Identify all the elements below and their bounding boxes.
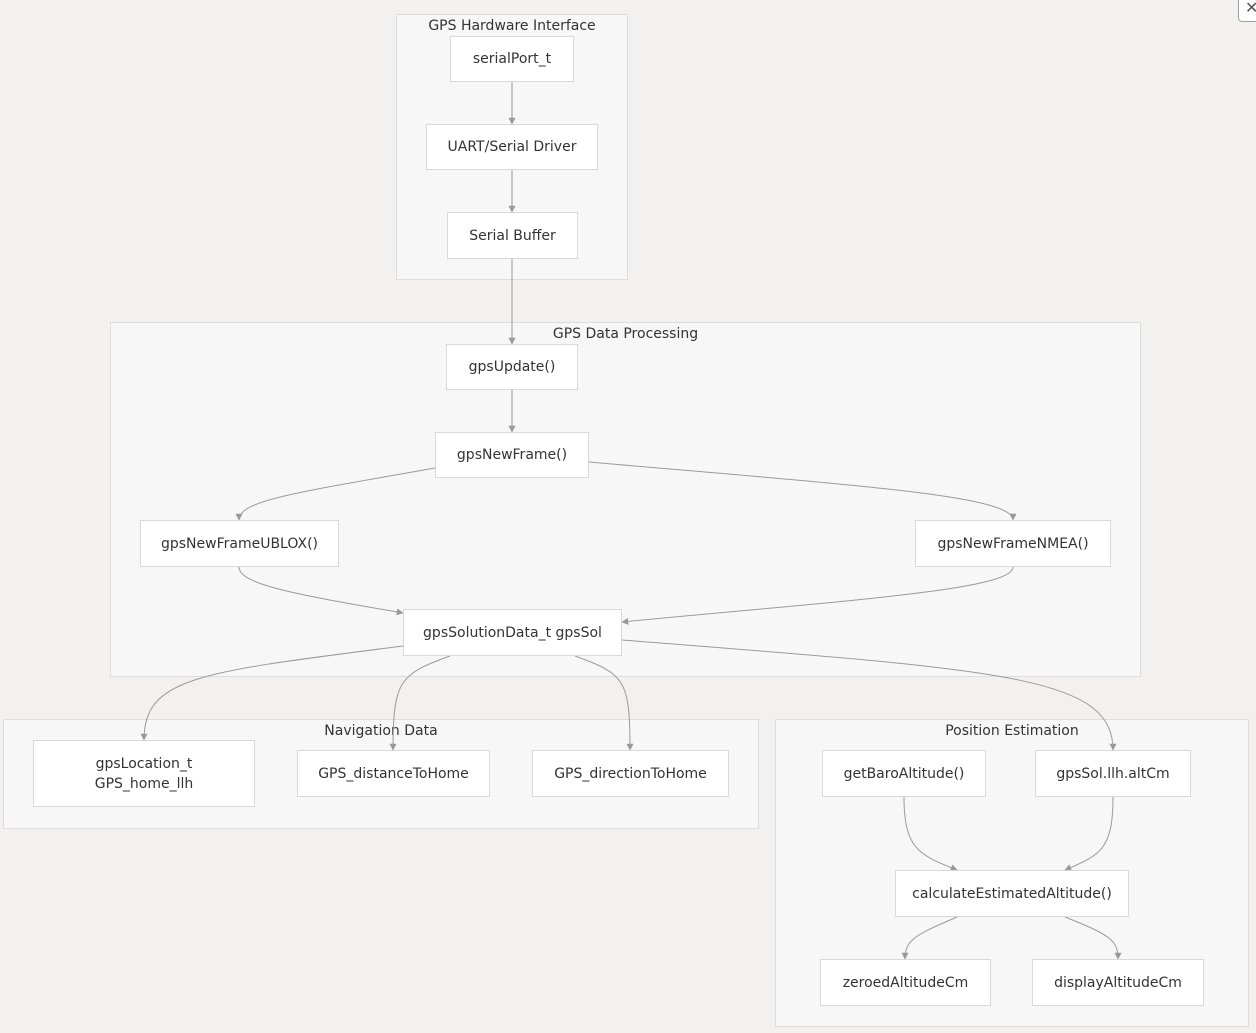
node-label-line2: GPS_home_llh bbox=[94, 775, 194, 792]
group-title: Position Estimation bbox=[945, 723, 1079, 739]
node-label: gpsNewFrame() bbox=[456, 447, 568, 463]
edge-gpssol-to-altcm bbox=[621, 639, 1117, 751]
node-label: getBaroAltitude() bbox=[843, 765, 965, 782]
node-label: serialPort_t bbox=[472, 51, 552, 67]
group-title: GPS Hardware Interface bbox=[428, 18, 596, 34]
node-label: gpsUpdate() bbox=[468, 359, 556, 375]
node-label: zeroedAltitudeCm bbox=[842, 974, 969, 991]
node-gpsupdate: gpsUpdate() bbox=[446, 344, 578, 390]
edge-gpssol-to-distance bbox=[389, 655, 451, 751]
edge-gpsnewframe-to-ublox bbox=[235, 467, 436, 521]
node-gpssolutiondata: gpsSolutionData_t gpsSol bbox=[403, 609, 622, 656]
edge-gpsnewframe-to-nmea bbox=[588, 461, 1017, 521]
node-gpslocation: gpsLocation_t GPS_home_llh bbox=[33, 740, 255, 807]
node-label: GPS_distanceToHome bbox=[318, 765, 469, 782]
edge-estimated-to-display bbox=[1064, 916, 1122, 960]
edge-estimated-to-zeroed bbox=[901, 916, 958, 960]
node-label-line1: gpsLocation_t bbox=[95, 755, 193, 772]
node-distance-to-home: GPS_distanceToHome bbox=[297, 750, 490, 797]
group-title: Navigation Data bbox=[324, 723, 438, 739]
node-serialport: serialPort_t bbox=[450, 36, 574, 82]
node-label: gpsSol.llh.altCm bbox=[1056, 765, 1170, 782]
node-label: GPS_directionToHome bbox=[554, 765, 707, 782]
node-estimated-altitude: calculateEstimatedAltitude() bbox=[895, 870, 1129, 917]
node-direction-to-home: GPS_directionToHome bbox=[532, 750, 729, 797]
node-uart-serial-driver: UART/Serial Driver bbox=[426, 124, 598, 170]
node-label: gpsNewFrameUBLOX() bbox=[160, 535, 318, 552]
node-label: displayAltitudeCm bbox=[1054, 974, 1182, 991]
node-baro-altitude: getBaroAltitude() bbox=[822, 750, 986, 797]
node-label: gpsSolutionData_t gpsSol bbox=[423, 624, 602, 641]
edge-gpssol-to-direction bbox=[574, 655, 634, 751]
node-display-altitude: displayAltitudeCm bbox=[1032, 959, 1204, 1006]
group-title: GPS Data Processing bbox=[552, 326, 699, 342]
edge-ublox-to-gpssol bbox=[238, 566, 404, 616]
edge-gpssol-to-gpslocation bbox=[140, 645, 404, 741]
node-zeroed-altitude: zeroedAltitudeCm bbox=[820, 959, 991, 1006]
node-serial-buffer: Serial Buffer bbox=[447, 212, 578, 259]
node-label: UART/Serial Driver bbox=[447, 139, 577, 155]
edge-nmea-to-gpssol bbox=[621, 566, 1014, 625]
node-gpsnewframe-ublox: gpsNewFrameUBLOX() bbox=[140, 520, 339, 567]
node-gpsnewframe: gpsNewFrame() bbox=[435, 432, 589, 478]
node-gpsnewframe-nmea: gpsNewFrameNMEA() bbox=[915, 520, 1111, 567]
edge-baro-to-estimated bbox=[903, 796, 958, 871]
node-label: Serial Buffer bbox=[469, 227, 556, 244]
close-button[interactable]: ✕ bbox=[1238, 0, 1256, 22]
node-label: calculateEstimatedAltitude() bbox=[912, 885, 1112, 902]
close-icon: ✕ bbox=[1245, 0, 1256, 17]
node-altcm: gpsSol.llh.altCm bbox=[1035, 750, 1191, 797]
edge-altcm-to-estimated bbox=[1064, 796, 1114, 871]
node-label: gpsNewFrameNMEA() bbox=[937, 535, 1089, 552]
group-gps-data-processing: GPS Data Processing bbox=[110, 322, 1141, 677]
